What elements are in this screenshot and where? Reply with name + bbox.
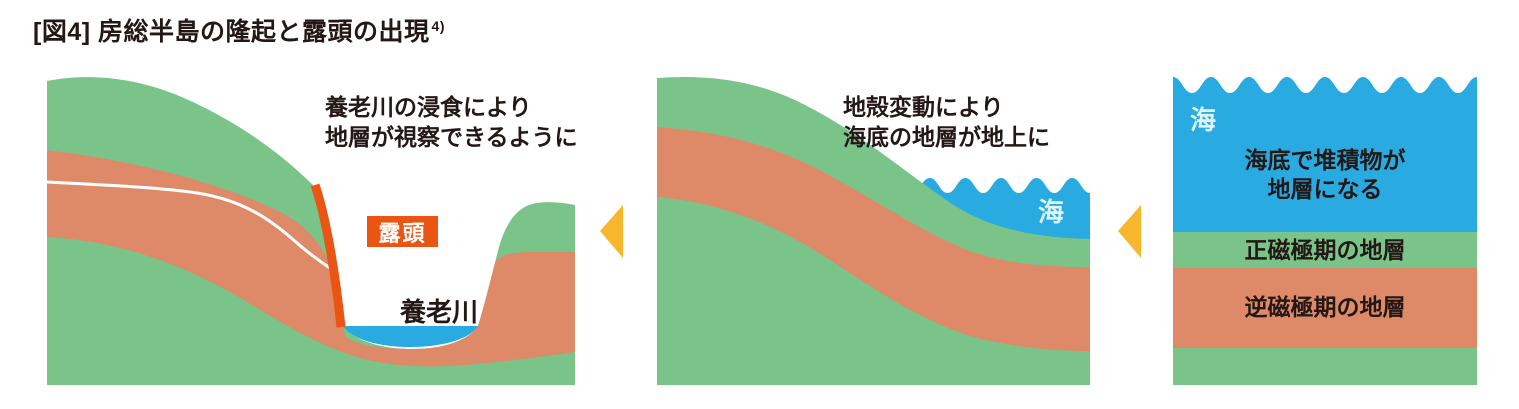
deposition-caption-line1: 海底で堆積物が <box>1244 147 1406 173</box>
figure-title-footnote: 4) <box>431 17 445 34</box>
basement-green-layer <box>1173 348 1477 385</box>
figure-title-main: 房総半島の隆起と露頭の出現 <box>98 18 430 46</box>
uplift-caption-line2: 海底の地層が地上に <box>843 124 1050 150</box>
river-label: 養老川 <box>400 297 479 327</box>
river-water <box>343 326 478 347</box>
normal-polarity-label: 正磁極期の地層 <box>1244 237 1406 263</box>
sea-label-deposition: 海 <box>1190 105 1217 135</box>
outcrop-cliff-stripe <box>310 183 346 328</box>
normal-polarity-green-layer <box>1173 232 1477 268</box>
erosion-caption: 養老川の浸食により 地層が視察できるように <box>325 92 578 152</box>
panel-deposition-illustration <box>1173 77 1477 385</box>
erosion-caption-line1: 養老川の浸食により <box>325 94 532 120</box>
left-arrow-icon <box>1118 205 1141 258</box>
reversed-polarity-label: 逆磁極期の地層 <box>1244 294 1406 320</box>
erosion-caption-line2: 地層が視察できるように <box>325 124 578 150</box>
terrain-green-silhouette <box>47 77 575 385</box>
figure-title-prefix: [図4] <box>33 18 91 46</box>
panel-uplift-illustration <box>657 76 1090 385</box>
sea-water <box>1173 77 1477 232</box>
uplift-caption-line1: 地殻変動により <box>843 94 1004 120</box>
uplift-caption: 地殻変動により 海底の地層が地上に <box>843 92 1050 152</box>
outcrop-badge: 露頭 <box>367 216 438 247</box>
deposition-caption-line2: 地層になる <box>1267 176 1383 202</box>
left-arrow-icon <box>600 205 623 258</box>
panel-erosion-illustration <box>47 77 575 385</box>
deposition-caption: 海底で堆積物が 地層になる <box>1173 146 1477 204</box>
reversed-polarity-salmon-layer <box>47 150 575 367</box>
stratum-boundary-white-line <box>47 180 343 279</box>
sea-label-uplift: 海 <box>1038 197 1065 227</box>
reversed-polarity-salmon-layer <box>657 127 1090 351</box>
reversed-polarity-salmon-layer <box>1173 268 1477 348</box>
